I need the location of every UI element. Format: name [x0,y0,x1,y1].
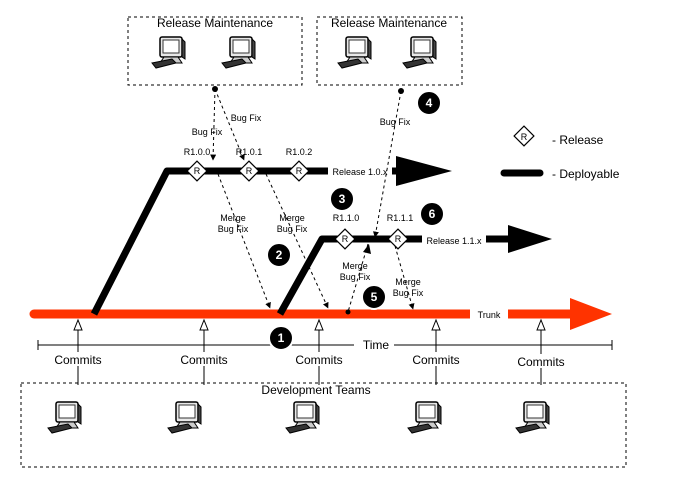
step-marker-3: 3 [329,186,355,212]
commits-label-4: Commits [412,353,459,367]
merge-bugfix-label-1: Bug Fix [218,224,249,234]
trunk-label: Trunk [478,310,501,320]
svg-text:6: 6 [429,207,436,221]
svg-text:2: 2 [276,248,283,262]
release-r111-label: R1.1.1 [387,213,414,223]
commits-label-2: Commits [180,353,227,367]
release-11x-arrowhead [508,225,552,253]
merge-bugfix-label-4: Bug Fix [393,288,424,298]
merge-label-4: Merge [395,277,421,287]
bug-fix-arrow-2 [214,88,245,161]
computer-icon [167,401,202,434]
computer-icon [407,401,442,434]
merge-arrow-1 [217,173,271,309]
legend-release-diamond [513,125,535,147]
release-11x-label: Release 1.1.x [426,236,482,246]
merge-arrow-4 [394,245,415,310]
release-maintenance-title-1: Release Maintenance [157,16,273,30]
release-maintenance-box-2 [316,16,463,86]
bug-fix-arrow-3 [372,90,402,238]
bug-fix-label-3: Bug Fix [380,117,411,127]
release-r110-diamond [334,228,356,250]
release-10x-label: Release 1.0.x [332,167,388,177]
merge-label-3: Merge [342,261,368,271]
development-teams-title: Development Teams [261,383,370,397]
svg-text:3: 3 [339,192,346,206]
step-marker-6: 6 [419,201,445,227]
release-r102-symbol: R [296,166,303,176]
release-r111-diamond [387,228,409,250]
svg-text:5: 5 [371,290,378,304]
development-teams-box [20,382,627,468]
merge-bugfix-label-2: Bug Fix [277,224,308,234]
legend-deployable-label: - Deployable [552,167,620,181]
release-r100-diamond [186,160,208,182]
commits-label-5: Commits [517,355,564,369]
bug-fix-label-1: Bug Fix [231,113,262,123]
release-r102-diamond [288,160,310,182]
svg-text:4: 4 [426,96,433,110]
computer-icon [337,36,372,69]
step-marker-1: 1 [268,325,294,351]
computer-icon [285,401,320,434]
bug-fix-arrow-1 [210,88,217,161]
trunk-arrowhead [570,298,612,330]
svg-text:1: 1 [278,331,285,345]
release-r110-symbol: R [342,234,349,244]
time-label: Time [363,338,390,352]
release-r100-symbol: R [194,166,201,176]
release-r100-label: R1.0.0 [184,147,211,157]
release-r101-symbol: R [246,166,253,176]
bug-fix-label-2: Bug Fix [192,127,223,137]
release-10x-arrowhead [396,156,452,186]
computer-icon [47,401,82,434]
legend-release-symbol: R [521,132,528,142]
step-marker-2: 2 [266,242,292,268]
computer-icon [515,401,550,434]
release-10x-branch [90,167,398,316]
merge-label-1: Merge [220,213,246,223]
merge-label-2: Merge [279,213,305,223]
commits-label-3: Commits [295,353,342,367]
release-r101-diamond [238,160,260,182]
merge-bugfix-label-3: Bug Fix [340,272,371,282]
step-marker-5: 5 [361,284,387,310]
merge-arrow-2 [265,173,329,309]
commits-label-1: Commits [54,353,101,367]
release-maintenance-box-1 [127,16,303,86]
release-r101-label: R1.0.1 [236,147,263,157]
legend-release-label: - Release [552,133,604,147]
release-maintenance-title-2: Release Maintenance [331,16,447,30]
computer-icon [402,36,437,69]
release-r110-label: R1.1.0 [333,213,360,223]
computer-icon [151,36,186,69]
computer-icon [221,36,256,69]
step-marker-4: 4 [416,90,442,116]
release-r111-symbol: R [395,234,402,244]
release-r102-label: R1.0.2 [286,147,313,157]
